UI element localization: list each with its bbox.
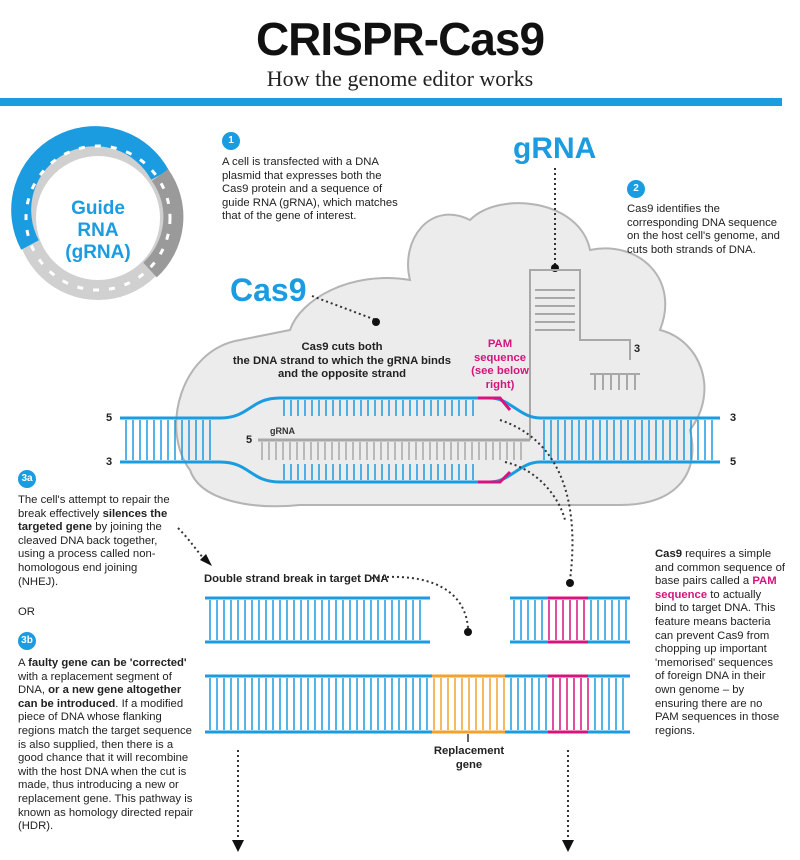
replacement-gene-label: Replacement gene: [433, 745, 505, 771]
cas9-cuts-text: Cas9 cuts both the DNA strand to which t…: [232, 341, 452, 381]
target-dna: [120, 396, 720, 484]
step-3b-text: A faulty gene can be 'corrected' with a …: [18, 657, 194, 833]
page-title: CRISPR-Cas9: [255, 13, 545, 65]
pam-note-text: Cas9 requires a simple and common sequen…: [655, 548, 785, 737]
step-2-text: Cas9 identifies the corresponding DNA se…: [627, 203, 780, 256]
step-3a-badge: 3a: [18, 470, 36, 488]
grna-title: gRNA: [513, 132, 597, 165]
grna-small-label: gRNA: [270, 426, 295, 436]
step-3a-text: The cell's attempt to repair the break e…: [18, 494, 170, 588]
double-strand-break-label: Double strand break in target DNA: [204, 573, 389, 585]
end-label-3-top-right: 3: [730, 412, 737, 424]
step-1-badge: 1: [222, 132, 240, 150]
step-1-text: A cell is transfected with a DNA plasmid…: [222, 156, 398, 223]
end-label-5-grna: 5: [246, 434, 253, 446]
plasmid-ring: [11, 126, 184, 300]
page-subtitle: How the genome editor works: [266, 66, 534, 91]
end-label-3-grna: 3: [634, 343, 641, 355]
broken-dna: [205, 596, 630, 644]
step-3b-badge: 3b: [18, 632, 36, 650]
or-label: OR: [18, 606, 35, 618]
cas9-title: Cas9: [230, 272, 307, 308]
end-label-5-bottom-right: 5: [730, 456, 737, 468]
end-label-5-top-left: 5: [106, 412, 113, 424]
pam-sequence-label: PAM sequence (see below right): [471, 338, 529, 391]
guide-rna-label: Guide RNA (gRNA): [65, 198, 131, 263]
repaired-dna: [205, 674, 630, 742]
grna-hairpin: [529, 269, 640, 440]
header-divider: [0, 98, 782, 106]
step-2-badge: 2: [627, 180, 645, 198]
end-label-3-bottom-left: 3: [106, 456, 113, 468]
